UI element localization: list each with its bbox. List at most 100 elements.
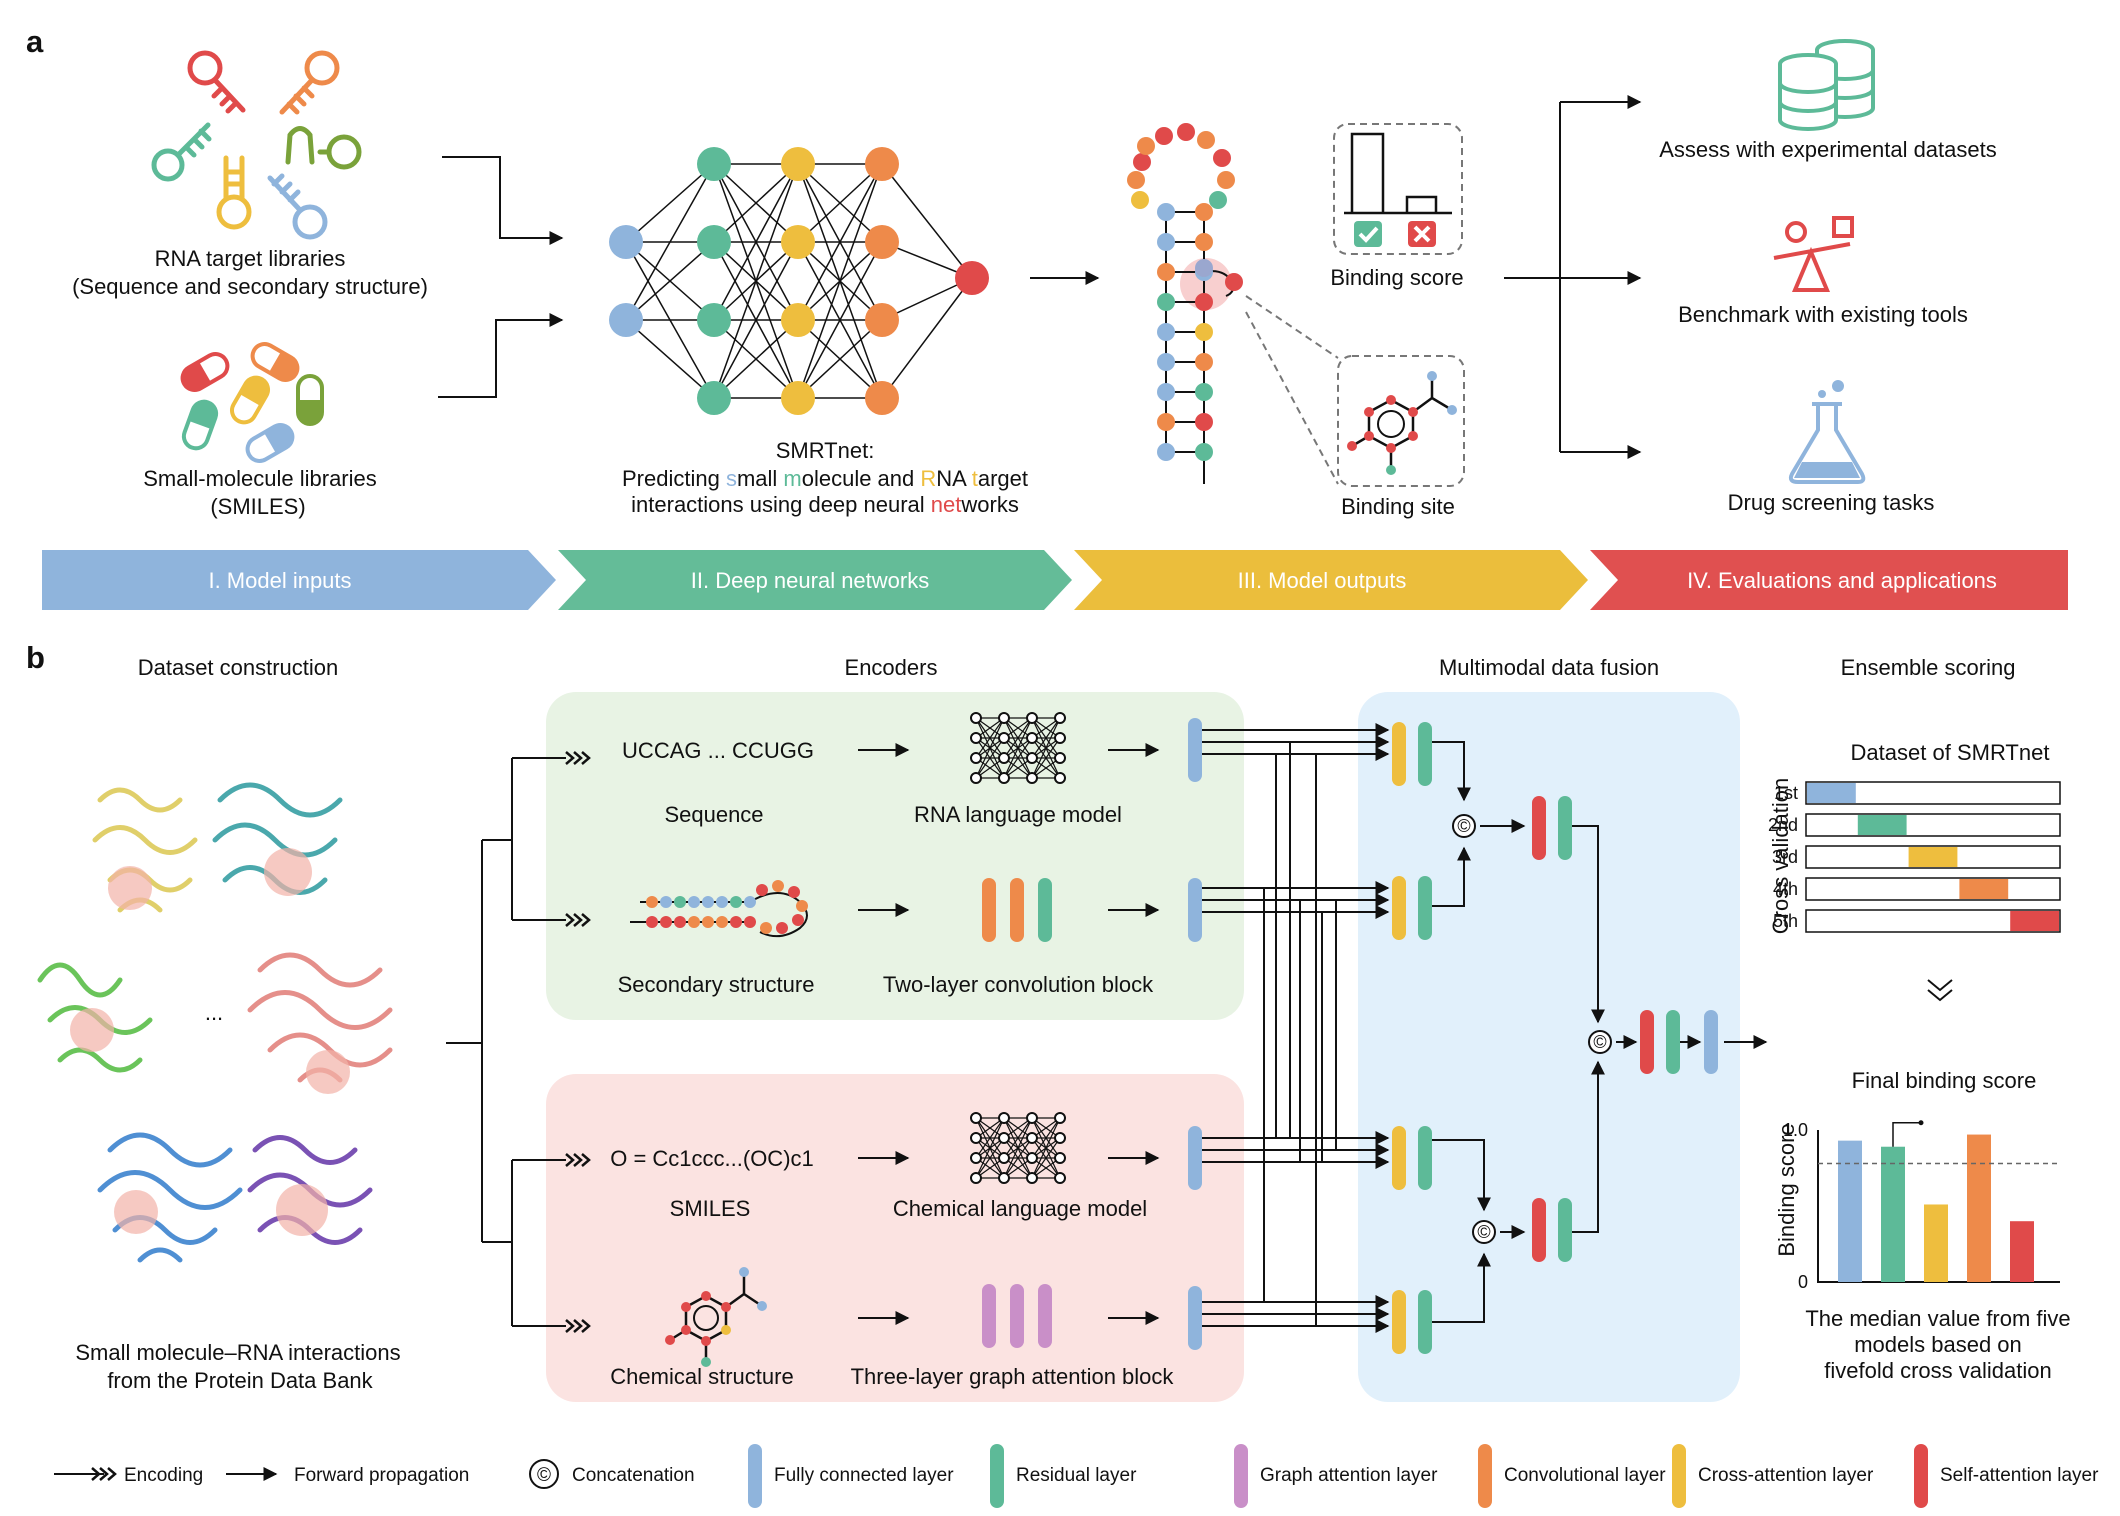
fc-smiles	[1188, 1126, 1202, 1190]
legend-swatch-6	[1478, 1444, 1492, 1508]
legend-label-0: Encoding	[124, 1465, 203, 1486]
ytick-1: 1.0	[1783, 1120, 1808, 1140]
fold-bar-4	[1805, 877, 2061, 901]
application-label-assess: Assess with experimental datasets	[1659, 137, 1997, 162]
nn-node-0-0	[609, 225, 643, 259]
pdb-caption-line1: Small molecule–RNA interactions	[75, 1340, 400, 1365]
nn-node-2-1	[781, 225, 815, 259]
final-binding-score-chart: 01.0	[1783, 1120, 2060, 1292]
rna-library-icons	[151, 50, 362, 240]
chart-bar-1	[1838, 1140, 1862, 1282]
legend-label-4: Residual layer	[1016, 1465, 1137, 1486]
legend-swatch-8	[1914, 1444, 1928, 1508]
chart-bar-4	[1967, 1134, 1991, 1282]
final-caption-line3: fivefold cross validation	[1824, 1358, 2051, 1383]
conv-layer-1	[982, 878, 996, 942]
binding-site-box	[1337, 355, 1465, 487]
binding-score-box	[1333, 123, 1463, 255]
legend-label-5: Graph attention layer	[1260, 1465, 1438, 1486]
gat-layer-1	[982, 1284, 996, 1348]
legend-swatch-3	[748, 1444, 762, 1508]
concat-symbol-2: ©	[1477, 1222, 1490, 1242]
fc-chem	[1188, 1286, 1202, 1350]
nn-node-3-2	[865, 303, 899, 337]
chevron-down-icon	[1927, 979, 1953, 1002]
band-label-3: III. Model outputs	[1238, 568, 1407, 593]
nn-node-3-0	[865, 147, 899, 181]
chart-bar-2	[1881, 1146, 1905, 1282]
legend-swatch-7	[1672, 1444, 1686, 1508]
binding-score-bars	[1344, 132, 1452, 215]
fold-label-1: 1st	[1774, 783, 1798, 803]
gat-layer-2	[1010, 1284, 1024, 1348]
residual-final	[1666, 1010, 1680, 1074]
residual-1	[1558, 796, 1572, 860]
band-model-inputs	[42, 550, 556, 610]
chart-bar-5	[2010, 1221, 2034, 1282]
nn-node-0-1	[609, 303, 643, 337]
legend-label-7: Cross-attention layer	[1698, 1465, 1874, 1486]
band-model-outputs	[1074, 550, 1588, 610]
rna-lm-label: RNA language model	[914, 802, 1122, 827]
fold-test-3	[1908, 847, 1958, 867]
legend-label-2: Concatenation	[572, 1465, 695, 1486]
nn-node-1-3	[697, 381, 731, 415]
molecule-encoder-panel	[546, 1074, 1244, 1402]
conv-layer-2	[1010, 878, 1024, 942]
legend-label-3: Fully connected layer	[774, 1465, 954, 1486]
nn-node-2-3	[781, 381, 815, 415]
rna-libraries-label: RNA target libraries	[155, 246, 346, 271]
median-pointer	[1892, 1121, 1921, 1147]
nn-node-2-2	[781, 303, 815, 337]
band-label-2: II. Deep neural networks	[691, 568, 929, 593]
pdb-ellipsis: ...	[205, 1000, 223, 1025]
fold-test-1	[1807, 783, 1856, 803]
gat-layer-3	[1038, 1284, 1052, 1348]
band-deep-neural-networks	[558, 550, 1072, 610]
rna-language-model-icon	[970, 712, 1066, 784]
application-label-screening: Drug screening tasks	[1728, 490, 1935, 515]
band-evaluations	[1590, 550, 2068, 610]
fold-label-3: 3rd	[1772, 847, 1798, 867]
binding-site-label: Binding site	[1341, 494, 1455, 519]
residual-2	[1558, 1198, 1572, 1262]
smiles-label: SMILES	[670, 1196, 751, 1221]
fc-seq	[1188, 718, 1202, 782]
two-layer-conv-label: Two-layer convolution block	[883, 972, 1154, 997]
legend-label-6: Convolutional layer	[1504, 1465, 1666, 1486]
chemical-structure-label: Chemical structure	[610, 1364, 793, 1389]
seesaw-icon	[1773, 216, 1854, 292]
rna-hairpin-structure	[1127, 123, 1243, 484]
concat-symbol-1: ©	[1457, 816, 1470, 836]
smrtnet-title: SMRTnet:	[776, 438, 875, 463]
fold-label-4: 4th	[1773, 879, 1798, 899]
fold-bar-2	[1805, 813, 2061, 837]
encoding-arrow-icons	[565, 751, 591, 1333]
ensemble-title: Ensemble scoring	[1841, 655, 2016, 680]
molecule-input-arrow	[438, 313, 564, 398]
panel-label-b: b	[26, 640, 45, 675]
legend-swatch-5	[1234, 1444, 1248, 1508]
nn-node-4-0	[955, 261, 989, 295]
svg-text:©: ©	[537, 1465, 551, 1486]
fc-final	[1704, 1010, 1718, 1074]
final-caption-line2: models based on	[1854, 1332, 2022, 1357]
small-molecule-libraries-label: Small-molecule libraries	[143, 466, 377, 491]
concat-icon-3	[1588, 1030, 1612, 1054]
fold-bar-5	[1805, 909, 2061, 933]
binding-score-label: Binding score	[1330, 265, 1463, 290]
small-molecule-icons	[180, 342, 324, 463]
flask-icon	[1788, 380, 1866, 484]
chart-bar-3	[1924, 1204, 1948, 1282]
nn-node-3-1	[865, 225, 899, 259]
legend-label-1: Forward propagation	[294, 1465, 469, 1486]
sequence-text: UCCAG ... CCUGG	[622, 738, 814, 763]
nn-node-1-2	[697, 303, 731, 337]
self-attention-final	[1640, 1010, 1654, 1074]
rna-input-arrow	[442, 156, 564, 245]
fold-test-2	[1857, 815, 1907, 835]
sequence-label: Sequence	[664, 802, 763, 827]
fold-bar-1	[1805, 781, 2061, 805]
pdb-caption-line2: from the Protein Data Bank	[107, 1368, 373, 1393]
